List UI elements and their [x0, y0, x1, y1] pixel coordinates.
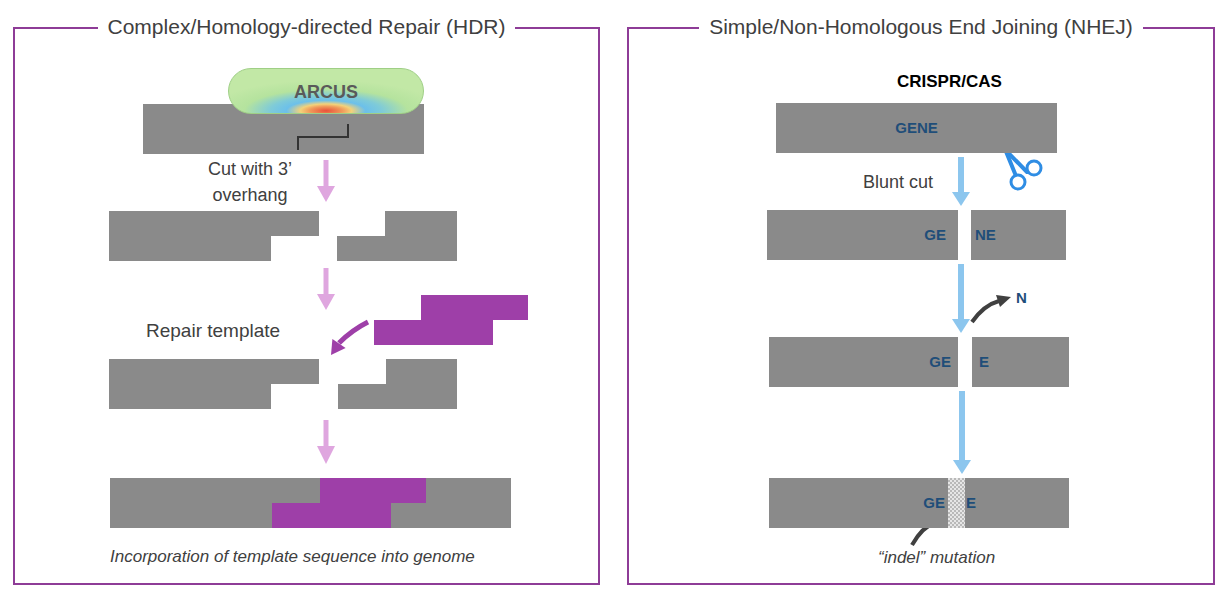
- dna-bar: E: [972, 337, 1069, 387]
- removal-arrow-head: [996, 295, 1011, 307]
- panel-title: Complex/Homology-directed Repair (HDR): [98, 14, 516, 40]
- gene-letters: E: [979, 353, 989, 371]
- step-arrow-head: [317, 186, 335, 202]
- step-connector: [952, 157, 970, 206]
- dna-strand: [337, 236, 457, 261]
- connector-line: [959, 391, 965, 462]
- gene-letters: GE: [923, 494, 945, 512]
- panel-title: Simple/Non-Homologous End Joining (NHEJ): [699, 14, 1143, 40]
- dna-strand: [385, 211, 457, 236]
- dna-strand: [386, 359, 457, 384]
- step-connector: [952, 264, 970, 333]
- template-arrow: [339, 322, 368, 343]
- gene-letters: GE: [924, 226, 946, 244]
- cut-site-line: [298, 124, 348, 150]
- dna-bar: GE: [769, 337, 958, 387]
- dna-bar: GE: [767, 210, 958, 260]
- gene-letters: NE: [975, 226, 996, 244]
- removed-base: N: [1016, 289, 1027, 307]
- connector-head: [953, 460, 971, 474]
- dna-strand: [109, 236, 271, 261]
- dna-bar: GENE: [776, 103, 1057, 153]
- step-arrow: [324, 268, 329, 296]
- panel-caption: Incorporation of template sequence into …: [110, 546, 475, 568]
- incorporated-template: [320, 478, 426, 503]
- callout-text: Cut with 3’ overhang: [185, 156, 315, 208]
- step-arrow-head: [317, 446, 335, 464]
- gene-letters: GENE: [895, 119, 938, 137]
- dna-bar: NE: [971, 210, 1066, 260]
- repair-panel: Complex/Homology-directed Repair (HDR)AR…: [13, 27, 600, 585]
- scissors-ring: [1011, 175, 1025, 189]
- tool-name: CRISPR/CAS: [897, 71, 1002, 93]
- panel-heading: Simple/Non-Homologous End Joining (NHEJ): [629, 14, 1213, 40]
- step-label: Repair template: [146, 319, 280, 343]
- connector-head: [952, 192, 970, 206]
- template-arrow-head: [331, 339, 346, 355]
- dna-strand: [109, 384, 271, 409]
- dna-strand: [110, 478, 511, 528]
- dna-strand: [109, 211, 319, 236]
- step-arrow: [324, 420, 329, 448]
- step-arrow-head: [317, 294, 335, 310]
- gene-letters: E: [966, 494, 976, 512]
- step-connector: [953, 391, 971, 474]
- dna-bar: GE E: [769, 478, 1069, 528]
- repair-template: [374, 320, 493, 345]
- repair-panel: Simple/Non-Homologous End Joining (NHEJ)…: [627, 27, 1215, 585]
- gene-letters: GE: [929, 353, 951, 371]
- mutation-label: “indel” mutation: [878, 547, 995, 569]
- removal-arrow: [972, 301, 999, 322]
- panel-heading: Complex/Homology-directed Repair (HDR): [15, 14, 598, 40]
- repair-template: [421, 295, 528, 320]
- connector-line: [958, 264, 964, 321]
- nuclease-blob: ARCUS: [228, 68, 424, 114]
- connector-line: [958, 157, 964, 194]
- connector-label: Blunt cut: [861, 171, 935, 193]
- dna-strand: [109, 359, 319, 384]
- indel-gap: [948, 478, 965, 528]
- incorporated-template: [272, 503, 391, 528]
- nuclease-name: ARCUS: [229, 81, 423, 103]
- step-arrow: [324, 160, 329, 188]
- scissors-ring: [1027, 161, 1041, 175]
- dna-strand: [143, 124, 424, 154]
- dna-strand: [338, 384, 457, 409]
- connector-head: [952, 319, 970, 333]
